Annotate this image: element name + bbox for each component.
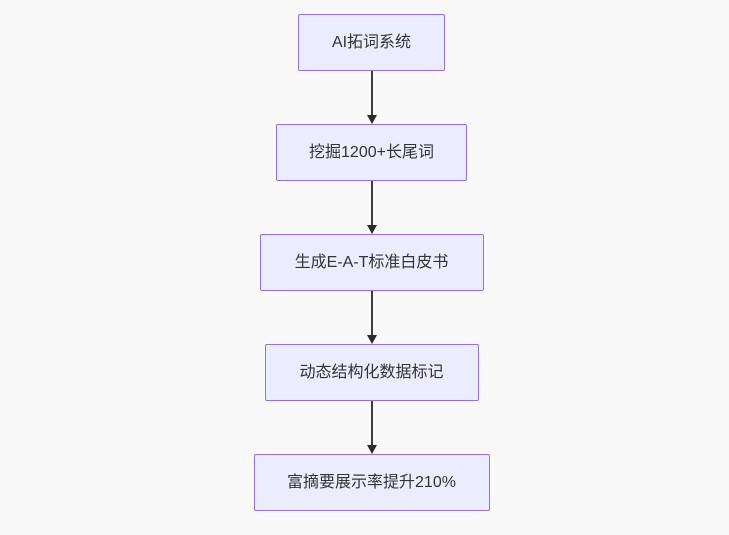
- arrowhead-down-icon: [366, 445, 377, 454]
- flow-node-5: 富摘要展示率提升210%: [253, 454, 490, 511]
- arrow-line: [370, 401, 373, 445]
- flow-node-2-label: 挖掘1200+长尾词: [309, 143, 434, 161]
- arrowhead-down-icon: [366, 335, 377, 344]
- flow-arrow-3: [366, 291, 378, 344]
- arrowhead-down-icon: [366, 225, 377, 234]
- flow-node-3: 生成E-A-T标准白皮书: [259, 234, 484, 291]
- flow-node-1: AI拓词系统: [298, 14, 445, 71]
- flow-node-4-label: 动态结构化数据标记: [299, 363, 444, 381]
- flow-arrow-2: [366, 181, 378, 234]
- arrowhead-down-icon: [366, 115, 377, 124]
- flow-node-3-label: 生成E-A-T标准白皮书: [294, 253, 449, 271]
- flow-arrow-1: [366, 71, 378, 124]
- arrow-line: [370, 291, 373, 335]
- flow-node-5-label: 富摘要展示率提升210%: [287, 473, 456, 491]
- flow-node-4: 动态结构化数据标记: [264, 344, 479, 401]
- flow-node-2: 挖掘1200+长尾词: [276, 124, 467, 181]
- flowchart-diagram: AI拓词系统 挖掘1200+长尾词 生成E-A-T标准白皮书 动态结构化数据标记: [7, 14, 729, 511]
- arrow-line: [370, 71, 373, 115]
- flow-arrow-4: [366, 401, 378, 454]
- arrow-line: [370, 181, 373, 225]
- flow-node-1-label: AI拓词系统: [331, 33, 412, 51]
